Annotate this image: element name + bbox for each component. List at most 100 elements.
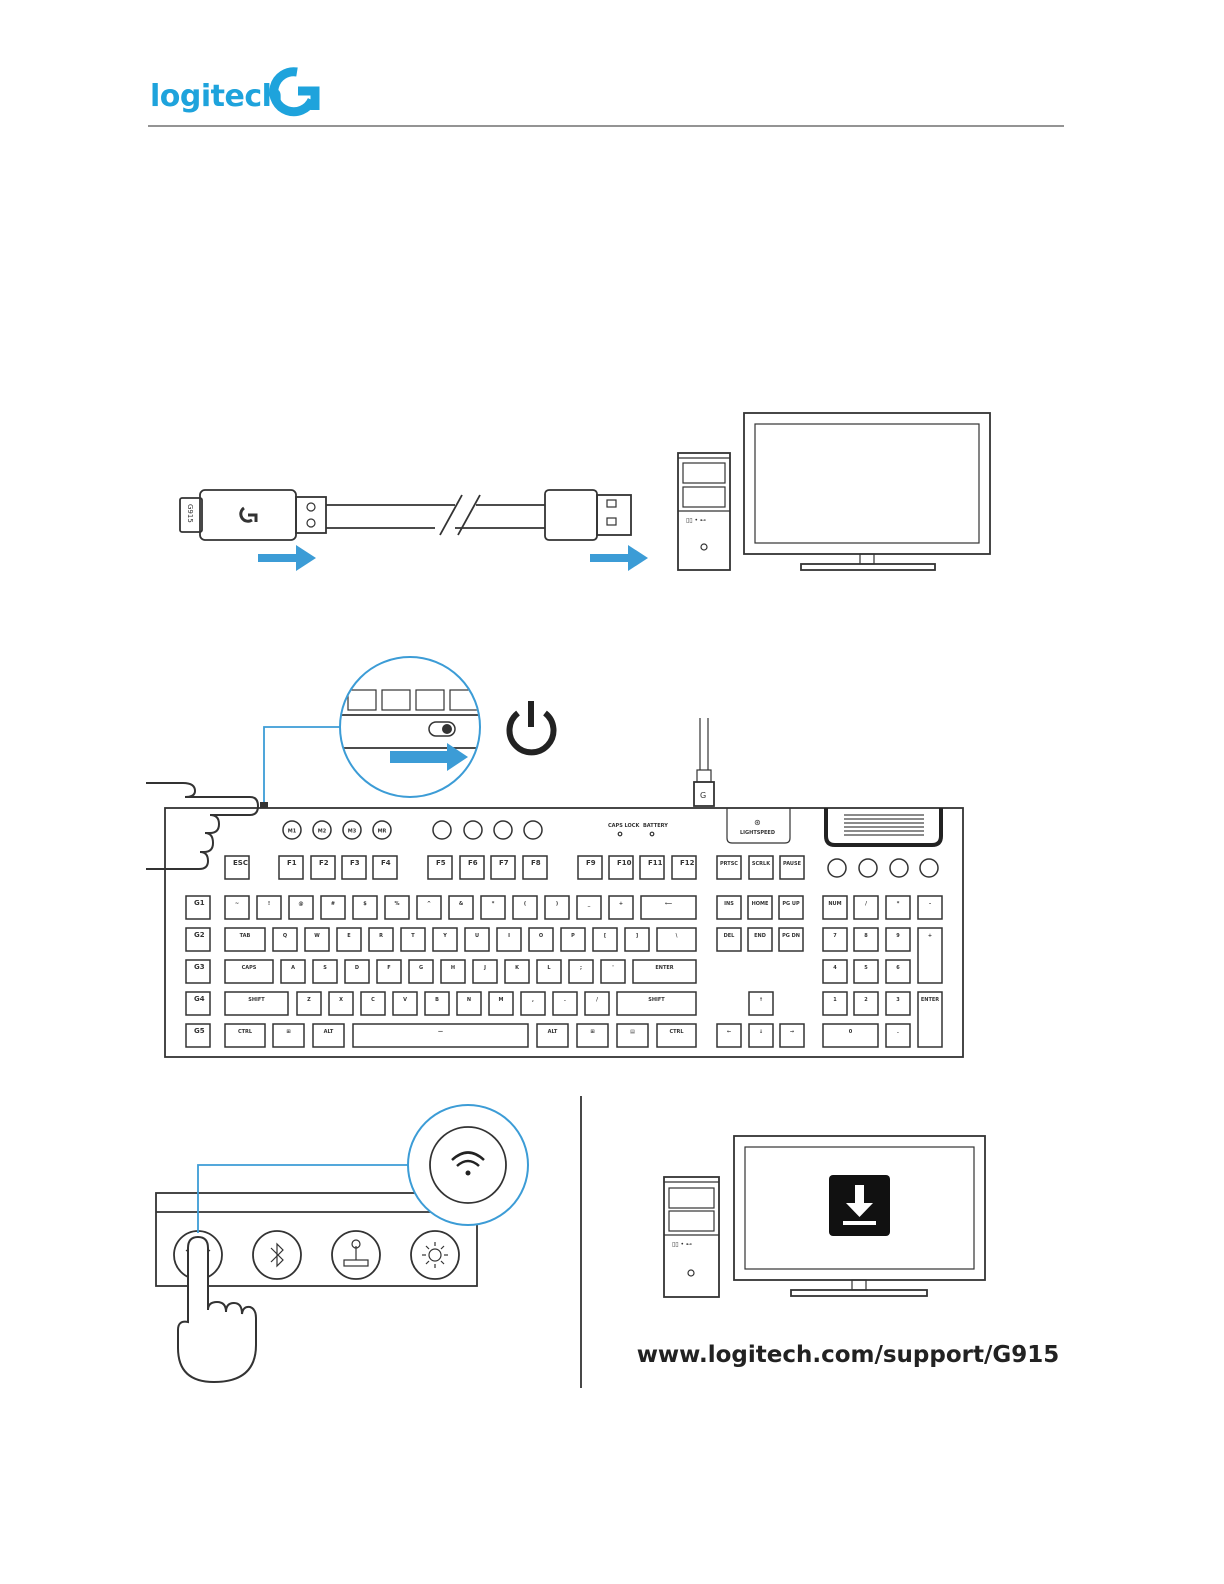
key-2[interactable]: E (336, 927, 362, 952)
key-1[interactable]: S (312, 959, 338, 984)
numpad-dot[interactable]: . (885, 1023, 911, 1048)
key-ctrl-right[interactable]: CTRL (656, 1023, 697, 1048)
key-g3[interactable]: G3 (185, 959, 211, 984)
numpad-1[interactable]: / (853, 895, 879, 920)
numpad-3[interactable]: 3 (885, 991, 911, 1016)
key-del[interactable]: DEL (716, 927, 742, 952)
key-f4[interactable]: F4 (372, 855, 398, 880)
key-alt-right[interactable]: ALT (536, 1023, 569, 1048)
key-5[interactable]: % (384, 895, 410, 920)
key-f3[interactable]: F3 (341, 855, 367, 880)
bluetooth-icon[interactable] (463, 820, 483, 840)
key-5[interactable]: H (440, 959, 466, 984)
key-enter[interactable]: ENTER (632, 959, 697, 984)
key-12[interactable]: + (608, 895, 634, 920)
key-end[interactable]: END (747, 927, 773, 952)
key-esc[interactable]: ESC (224, 855, 250, 880)
key-1[interactable]: X (328, 991, 354, 1016)
key-5[interactable]: N (456, 991, 482, 1016)
key-1[interactable]: W (304, 927, 330, 952)
macro-button-m2[interactable]: M2 (312, 820, 332, 840)
key-space[interactable]: — (352, 1023, 529, 1048)
key-pg-dn[interactable]: PG DN (778, 927, 804, 952)
key-0[interactable]: ~ (224, 895, 250, 920)
key-4[interactable]: G (408, 959, 434, 984)
key-g5[interactable]: G5 (185, 1023, 211, 1048)
key-f9[interactable]: F9 (577, 855, 603, 880)
key-g2[interactable]: G2 (185, 927, 211, 952)
key-alt-left[interactable]: ALT (312, 1023, 345, 1048)
key-1[interactable]: ! (256, 895, 282, 920)
key-arrow-left[interactable]: ← (716, 1023, 742, 1048)
numpad-8[interactable]: 8 (853, 927, 879, 952)
key-8[interactable]: . (552, 991, 578, 1016)
macro-button-mr[interactable]: MR (372, 820, 392, 840)
key-caps[interactable]: CAPS (224, 959, 274, 984)
lightspeed-icon[interactable] (432, 820, 452, 840)
key-8[interactable]: O (528, 927, 554, 952)
key-10[interactable]: ) (544, 895, 570, 920)
key-f1[interactable]: F1 (278, 855, 304, 880)
key-f5[interactable]: F5 (427, 855, 453, 880)
numpad-2[interactable]: 2 (853, 991, 879, 1016)
key-home[interactable]: HOME (747, 895, 773, 920)
key-ctrl-left[interactable]: CTRL (224, 1023, 266, 1048)
mute-icon[interactable] (919, 858, 939, 878)
key-pause[interactable]: PAUSE (779, 855, 805, 880)
key-ins[interactable]: INS (716, 895, 742, 920)
numpad-4[interactable]: 4 (822, 959, 848, 984)
key-2[interactable]: @ (288, 895, 314, 920)
numpad-3[interactable]: - (917, 895, 943, 920)
numpad-plus[interactable]: + (917, 927, 943, 984)
key-scrlk[interactable]: SCRLK (748, 855, 774, 880)
key-6[interactable]: J (472, 959, 498, 984)
key-4[interactable]: $ (352, 895, 378, 920)
numpad-7[interactable]: 7 (822, 927, 848, 952)
key-f10[interactable]: F10 (608, 855, 634, 880)
key-arrow-down[interactable]: ↓ (748, 1023, 774, 1048)
key-8[interactable]: * (480, 895, 506, 920)
key-3[interactable]: R (368, 927, 394, 952)
key-shift-right[interactable]: SHIFT (616, 991, 697, 1016)
key-tab[interactable]: TAB (224, 927, 266, 952)
key-5[interactable]: Y (432, 927, 458, 952)
key-0[interactable]: Z (296, 991, 322, 1016)
key-6[interactable]: ^ (416, 895, 442, 920)
support-url[interactable]: www.logitech.com/support/G915 (637, 1342, 1060, 1368)
key-9[interactable]: / (584, 991, 610, 1016)
key-11[interactable]: _ (576, 895, 602, 920)
key-f6[interactable]: F6 (459, 855, 485, 880)
key-7[interactable]: K (504, 959, 530, 984)
key-0[interactable]: Q (272, 927, 298, 952)
key-3[interactable]: F (376, 959, 402, 984)
key-shift-left[interactable]: SHIFT (224, 991, 289, 1016)
key-9[interactable]: ; (568, 959, 594, 984)
key-7[interactable]: , (520, 991, 546, 1016)
numpad-0[interactable]: NUM (822, 895, 848, 920)
key-2[interactable]: C (360, 991, 386, 1016)
key-win-right[interactable]: ⊞ (576, 1023, 609, 1048)
key-arrow-right[interactable]: → (779, 1023, 805, 1048)
key-4[interactable]: B (424, 991, 450, 1016)
numpad-2[interactable]: * (885, 895, 911, 920)
key-6[interactable]: U (464, 927, 490, 952)
key-9[interactable]: ( (512, 895, 538, 920)
numpad-6[interactable]: 6 (885, 959, 911, 984)
prev-track-icon[interactable] (827, 858, 847, 878)
key-7[interactable]: & (448, 895, 474, 920)
key-4[interactable]: T (400, 927, 426, 952)
key-arrow-up[interactable]: ↑ (748, 991, 774, 1016)
game-mode-icon[interactable] (493, 820, 513, 840)
key-f11[interactable]: F11 (639, 855, 665, 880)
numpad-1[interactable]: 1 (822, 991, 848, 1016)
key-menu[interactable]: ▤ (616, 1023, 649, 1048)
key-backspace[interactable]: ⟵ (640, 895, 697, 920)
key-backslash[interactable]: \ (656, 927, 697, 952)
key-10[interactable]: [ (592, 927, 618, 952)
key-3[interactable]: # (320, 895, 346, 920)
key-f8[interactable]: F8 (522, 855, 548, 880)
macro-button-m1[interactable]: M1 (282, 820, 302, 840)
key-g4[interactable]: G4 (185, 991, 211, 1016)
key-prtsc[interactable]: PRTSC (716, 855, 742, 880)
key-9[interactable]: P (560, 927, 586, 952)
